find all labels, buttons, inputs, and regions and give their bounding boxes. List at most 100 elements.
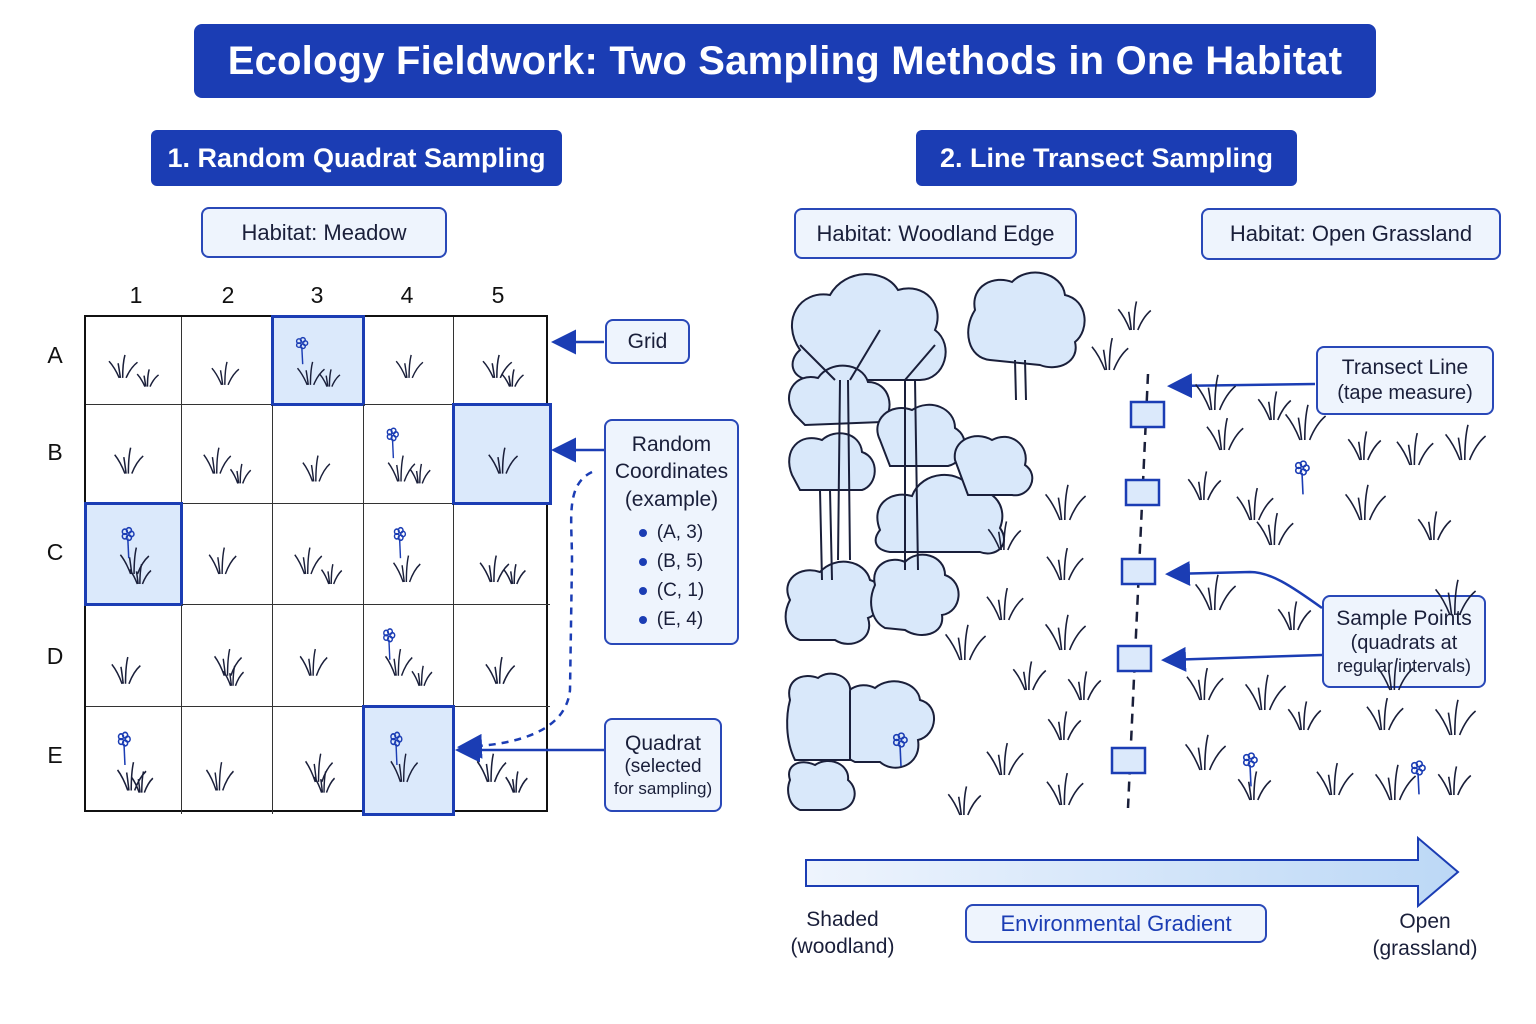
grass-tuft-icon	[1244, 674, 1287, 711]
column-label: 4	[400, 282, 414, 308]
grass-tuft-icon	[1344, 484, 1387, 521]
grass-tuft-icon	[1434, 579, 1477, 616]
grass-tuft-icon	[505, 771, 528, 793]
grass-tuft-icon	[305, 753, 334, 783]
grass-tuft-icon	[214, 648, 243, 677]
random-coordinates-box: Random Coordinates (example) (A, 3) (B, …	[604, 419, 739, 645]
grass-tuft-icon	[485, 656, 516, 685]
grass-tuft-icon	[1316, 762, 1354, 796]
bullet-icon	[638, 587, 647, 596]
grass-tuft-icon	[1437, 766, 1472, 796]
grass-tuft-icon	[1434, 699, 1477, 736]
row-label: E	[47, 742, 63, 768]
grass-tuft-icon	[1287, 701, 1322, 731]
quadrat-grid	[84, 315, 552, 816]
list-item: (B, 5)	[638, 548, 705, 577]
cell-vegetation	[294, 547, 343, 585]
cell-vegetation	[116, 731, 154, 793]
environmental-gradient-label: Environmental Gradient	[965, 904, 1267, 943]
grass-tuft-icon	[222, 665, 245, 687]
flower-icon	[386, 427, 399, 459]
transect-line-label-box: Transect Line (tape measure)	[1316, 346, 1494, 415]
sample-points-note: regular intervals)	[1336, 655, 1472, 676]
quadrat-section-heading: 1. Random Quadrat Sampling	[151, 130, 562, 186]
field-grass-tufts	[944, 301, 1487, 816]
grass-tuft-icon	[1186, 667, 1224, 701]
grass-tuft-icon	[1067, 671, 1102, 701]
cell-vegetation	[111, 656, 141, 685]
grass-tuft-icon	[1047, 711, 1082, 741]
grass-tuft-icon	[119, 547, 150, 575]
cell-vegetation	[299, 648, 328, 677]
cell-vegetation	[395, 354, 424, 379]
cell-vegetation	[208, 547, 237, 575]
grass-tuft-icon	[1046, 547, 1084, 581]
grid-cell	[364, 317, 454, 405]
habitat-meadow-label: Habitat: Meadow	[201, 207, 447, 258]
transect-section-heading: 2. Line Transect Sampling	[916, 130, 1297, 186]
column-label: 2	[221, 282, 235, 308]
random-coordinates-title: Coordinates	[614, 460, 729, 484]
sample-point-quadrat	[1120, 557, 1157, 586]
cell-vegetation	[205, 762, 234, 791]
column-label: 1	[129, 282, 143, 308]
grass-tuft-icon	[1237, 771, 1272, 801]
bullet-icon	[638, 558, 647, 567]
grass-tuft-icon	[1184, 734, 1227, 771]
column-label: 5	[491, 282, 505, 308]
grass-tuft-icon	[320, 564, 343, 585]
sample-points-note: (quadrats at	[1350, 632, 1458, 655]
bullet-icon	[638, 529, 647, 538]
row-label: A	[47, 342, 63, 368]
grass-tuft-icon	[203, 447, 232, 474]
grid-cell	[273, 605, 364, 707]
list-item: (E, 4)	[638, 606, 705, 635]
grass-tuft-icon	[313, 771, 336, 793]
grass-tuft-icon	[1117, 301, 1152, 331]
cell-vegetation	[295, 336, 341, 387]
grass-tuft-icon	[986, 742, 1024, 776]
random-coordinates-title: Random	[631, 433, 712, 456]
transect-pointer-arrow	[1167, 373, 1316, 399]
cell-vegetation	[211, 361, 240, 386]
flower-icon	[390, 731, 403, 766]
row-label: D	[46, 643, 64, 669]
column-label: 3	[310, 282, 324, 308]
gradient-right-title: Open	[1399, 910, 1451, 933]
grid-cell	[86, 605, 182, 707]
cell-vegetation	[119, 526, 152, 585]
grid-cell	[86, 317, 182, 405]
grass-tuft-icon	[129, 564, 152, 585]
grass-tuft-icon	[116, 762, 147, 791]
flower-icon	[1410, 760, 1426, 795]
grass-tuft-icon	[392, 555, 421, 583]
grass-tuft-icon	[395, 354, 424, 379]
flower-icon	[393, 526, 407, 559]
cell-vegetation	[390, 731, 419, 783]
cell-vegetation	[108, 354, 160, 387]
grass-tuft-icon	[299, 648, 328, 677]
grid-cell	[182, 707, 273, 814]
flower-icon	[1294, 460, 1310, 495]
sample-points-label-box: Sample Points (quadrats at regular inter…	[1322, 595, 1486, 688]
quadrat-label-note: for sampling)	[613, 778, 713, 798]
grass-tuft-icon	[229, 463, 252, 484]
cell-vegetation	[214, 648, 245, 687]
flower-icon	[295, 336, 309, 365]
grass-tuft-icon	[205, 762, 234, 791]
grass-tuft-icon	[986, 587, 1024, 621]
sample-quadrats	[1110, 400, 1166, 775]
sample-pointer-arrow	[1165, 561, 1323, 610]
grass-tuft-icon	[1376, 657, 1414, 691]
flower-icon	[121, 526, 135, 559]
grass-tuft-icon	[1044, 484, 1087, 521]
gradient-right-label: Open (grassland)	[1358, 908, 1492, 963]
cell-vegetation	[305, 753, 336, 793]
grass-tuft-icon	[503, 564, 526, 585]
gradient-left-title: Shaded	[806, 908, 879, 931]
cell-vegetation	[386, 427, 431, 484]
sample-points-title: Sample Points	[1336, 606, 1472, 630]
flower-icon	[892, 732, 908, 767]
grass-tuft-icon	[136, 369, 160, 387]
sample-pointer-arrow	[1161, 646, 1323, 672]
